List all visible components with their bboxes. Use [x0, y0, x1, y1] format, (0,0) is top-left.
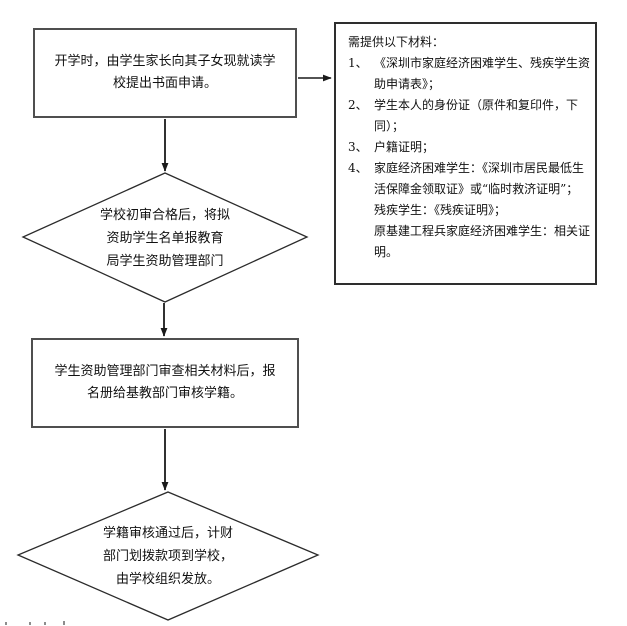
materials-item-4-number: 4、 [348, 161, 368, 175]
materials-item-4-text: 家庭经济困难学生：《深圳市居民最低生 活保障金领取证》或“临时救济证明”； 残疾… [374, 161, 591, 259]
clipped-text-artifact [3, 620, 75, 625]
step-audit-text: 学生资助管理部门审查相关材料后，报 名册给基教部门审核学籍。 [54, 364, 276, 401]
materials-item-2-text: 学生本人的身份证（原件和复印件，下 同）； [374, 98, 579, 133]
materials-item-3-text: 户籍证明； [374, 140, 435, 154]
materials-item-2: 2、 学生本人的身份证（原件和复印件，下 同）； [348, 95, 592, 137]
materials-item-3-number: 3、 [348, 140, 368, 154]
materials-item-4: 4、 家庭经济困难学生：《深圳市居民最低生 活保障金领取证》或“临时救济证明”；… [348, 158, 592, 263]
artifact-dot [63, 621, 65, 625]
materials-item-1: 1、 《深圳市家庭经济困难学生、残疾学生资 助申请表》； [348, 53, 592, 95]
artifact-dot [29, 622, 31, 625]
materials-item-3: 3、 户籍证明； [348, 137, 592, 158]
diamond-fund-disbursement-shape [16, 491, 320, 621]
diamond-school-review-shape [21, 172, 309, 303]
step-application-text: 开学时，由学生家长向其子女现就读学 校提出书面申请。 [54, 54, 276, 91]
required-materials-box: 需提供以下材料： 1、 《深圳市家庭经济困难学生、残疾学生资 助申请表》； 2、… [334, 22, 597, 285]
step-disbursement-text: 学籍审核通过后，计财 部门划拨款项到学校， 由学校组织发放。 [102, 526, 233, 587]
materials-item-2-number: 2、 [348, 98, 368, 112]
step-school-review-text: 学校初审合格后，将拟 资助学生名单报教育 局学生资助管理部门 [99, 208, 230, 269]
artifact-dot [5, 622, 7, 625]
step-application-box: 开学时，由学生家长向其子女现就读学 校提出书面申请。 [33, 28, 297, 118]
step-audit-box: 学生资助管理部门审查相关材料后，报 名册给基教部门审核学籍。 [31, 338, 299, 428]
materials-title: 需提供以下材料： [348, 35, 445, 49]
materials-item-1-number: 1、 [348, 56, 368, 70]
materials-item-1-text: 《深圳市家庭经济困难学生、残疾学生资 助申请表》； [374, 56, 591, 91]
artifact-dot [44, 622, 46, 625]
